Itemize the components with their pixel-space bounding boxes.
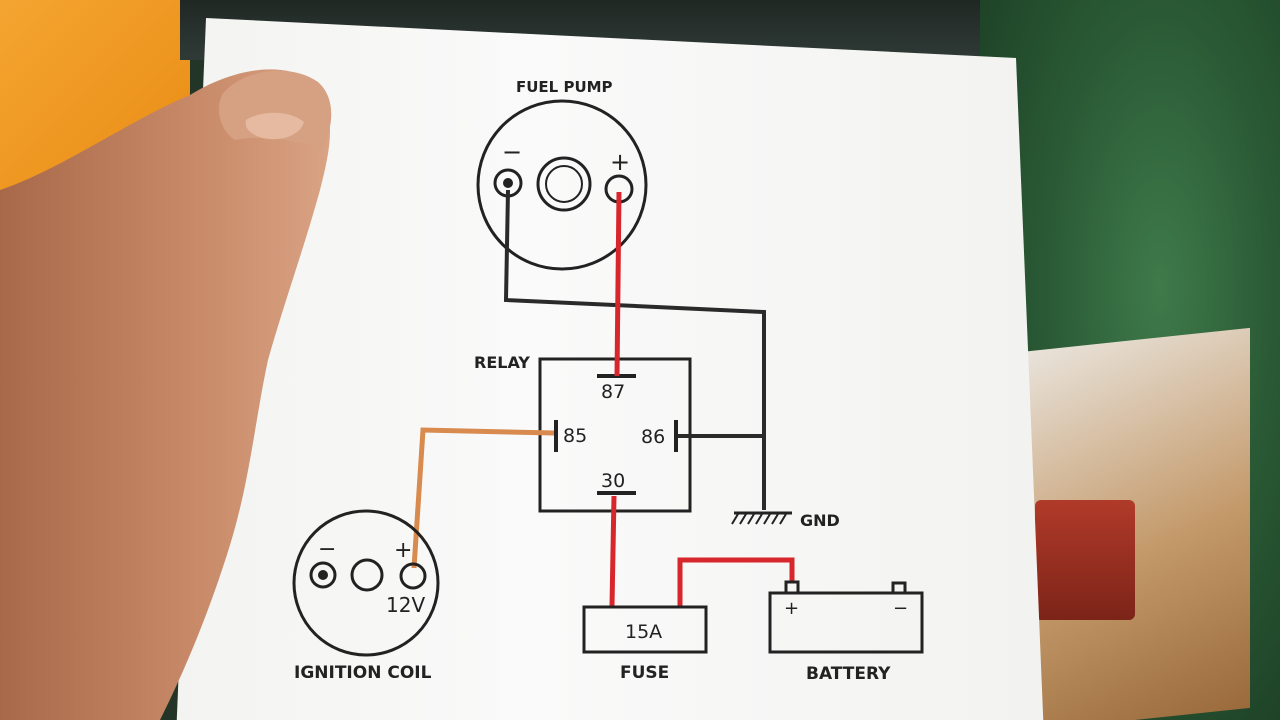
fuel-pump-center-inner <box>545 165 583 203</box>
relay-label: RELAY <box>474 353 530 372</box>
hand-palm <box>0 69 330 720</box>
relay-pin-86: 86 <box>641 426 665 448</box>
pump-to-87-wire <box>614 191 622 377</box>
battery-positive-post <box>784 580 800 595</box>
gnd-label: GND <box>800 511 840 530</box>
relay-pin-87: 87 <box>601 381 625 403</box>
thumb <box>218 70 332 150</box>
fuel-pump-center-ring <box>536 156 592 212</box>
ignition-coil-body <box>292 509 440 657</box>
ignition-coil: − + 12V <box>292 509 440 657</box>
battery-negative-post <box>891 581 907 595</box>
ground-wire <box>503 189 766 510</box>
ground-symbol <box>731 511 792 525</box>
thumbnail <box>245 112 304 140</box>
battery-label: BATTERY <box>806 664 891 684</box>
ignition-coil-plus-sign: + <box>394 538 412 563</box>
ignition-coil-center <box>350 558 384 592</box>
ignition-coil-positive-terminal <box>399 562 427 590</box>
coil-to-85-wire <box>411 427 555 569</box>
relay-pin-85: 85 <box>563 425 587 447</box>
fuel-pump: − + <box>476 99 648 271</box>
fuse-label: FUSE <box>620 663 669 683</box>
ignition-coil-voltage: 12V <box>386 593 425 617</box>
ignition-coil-negative-terminal <box>309 561 337 589</box>
ignition-coil-label: IGNITION COIL <box>294 663 432 683</box>
fuse-rating: 15A <box>625 621 662 643</box>
battery-plus-sign: + <box>784 598 799 619</box>
battery-body <box>768 591 924 654</box>
relay-pin-30: 30 <box>601 470 625 492</box>
battery-minus-sign: − <box>893 598 908 619</box>
fuse-to-battery-wire <box>677 557 795 606</box>
30-to-fuse-wire <box>609 495 617 607</box>
fuel-pump-body <box>476 99 648 271</box>
red-product-in-box <box>1035 500 1135 620</box>
fuel-pump-negative-dot <box>503 178 513 188</box>
fuel-pump-plus-sign: + <box>610 148 630 176</box>
fuel-pump-label: FUEL PUMP <box>516 78 613 96</box>
ignition-coil-minus-sign: − <box>318 537 336 562</box>
fuel-pump-minus-sign: − <box>502 138 522 166</box>
fuse-body <box>582 605 708 654</box>
